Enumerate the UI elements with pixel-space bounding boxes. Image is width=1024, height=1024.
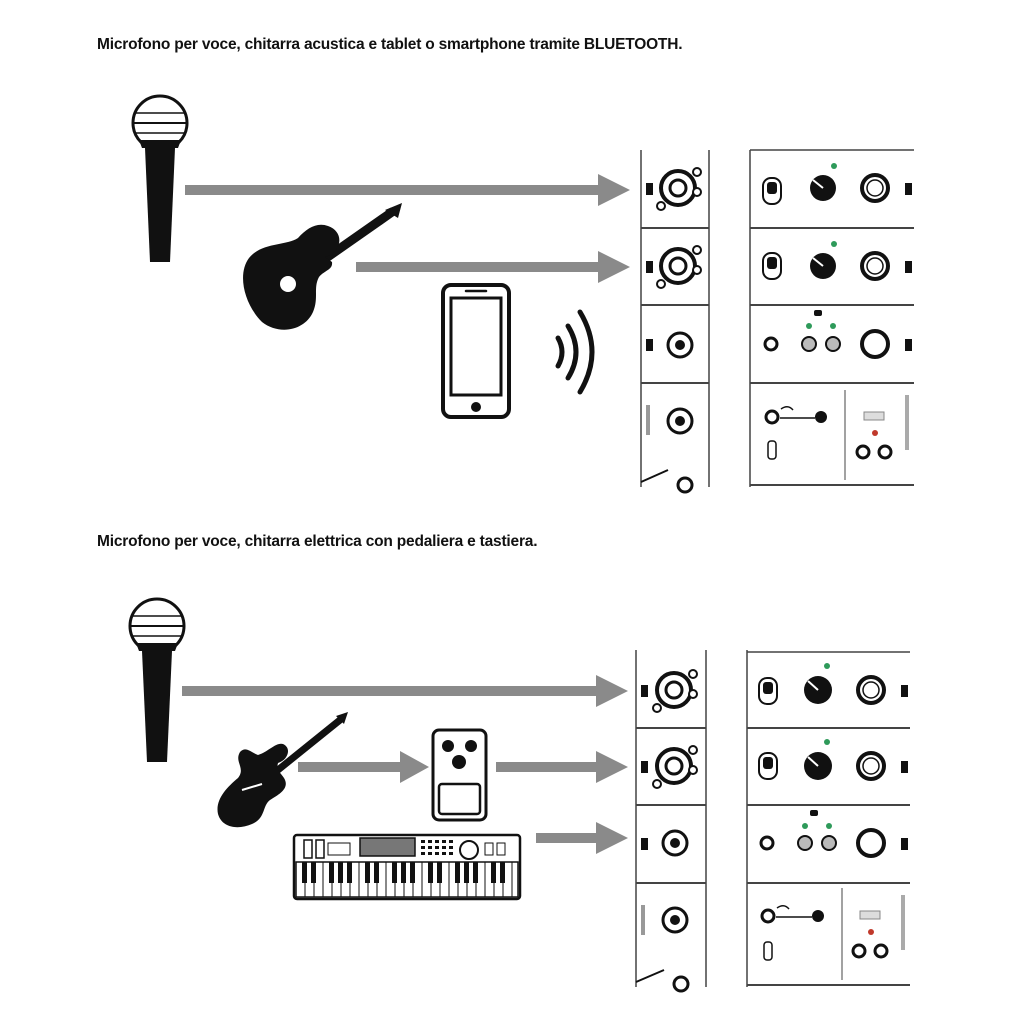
master-section: [760, 895, 905, 961]
bluetooth-waves-icon: [555, 309, 595, 395]
electric-guitar-icon: [217, 712, 348, 828]
master-section: [764, 395, 909, 460]
channel-2-controls: [762, 241, 912, 281]
diagram-scenario-1: [131, 94, 914, 494]
effects-pedal-icon: [431, 728, 488, 822]
channel-1-controls: [758, 663, 908, 705]
xlr-combo-jack-ch1: [646, 167, 702, 211]
diagram-scenario-2: [128, 597, 910, 993]
channel-3-bluetooth-controls: [763, 310, 912, 359]
smartphone-icon: [441, 283, 511, 419]
xlr-combo-jack-ch2: [641, 745, 698, 789]
arrow-pedal-to-ch2: [496, 751, 628, 783]
mixer-panel: [640, 149, 914, 487]
xlr-combo-jack-ch2: [646, 245, 702, 289]
jack-output: [635, 905, 690, 993]
microphone-icon: [128, 597, 186, 762]
arrow-guitar-to-pedal: [298, 751, 429, 783]
mixer-panel: [635, 650, 910, 987]
jack-output: [640, 405, 694, 494]
caption-scenario-1: Microfono per voce, chitarra acustica e …: [97, 36, 683, 53]
channel-3-bluetooth-controls: [759, 810, 908, 858]
caption-scenario-2: Microfono per voce, chitarra elettrica c…: [97, 533, 538, 550]
arrow-keyboard-to-ch3: [536, 822, 628, 854]
acoustic-guitar-icon: [243, 203, 402, 330]
jack-input-ch3: [641, 829, 689, 857]
microphone-icon: [131, 94, 189, 262]
arrow-mic-to-ch1: [182, 675, 628, 707]
arrow-mic-to-ch1: [185, 174, 630, 206]
arrow-guitar-to-ch2: [356, 251, 630, 283]
xlr-combo-jack-ch1: [641, 669, 698, 713]
jack-input-ch3: [646, 331, 694, 359]
keyboard-icon: [292, 833, 522, 901]
channel-1-controls: [762, 163, 912, 205]
channel-2-controls: [758, 739, 908, 781]
